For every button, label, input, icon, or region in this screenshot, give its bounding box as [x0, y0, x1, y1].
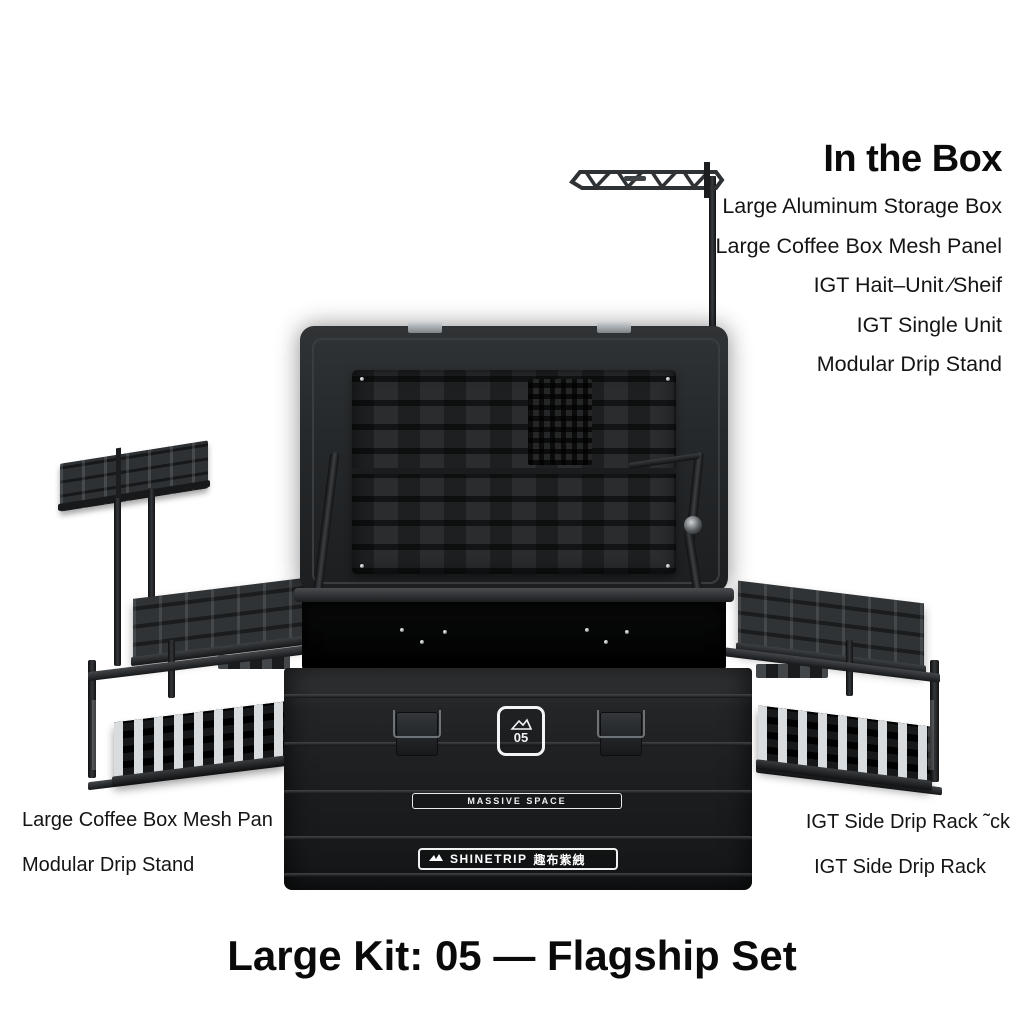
lid-hinge-right	[597, 322, 631, 333]
box-rim	[294, 588, 734, 602]
interior-screw-1	[400, 628, 404, 632]
gas-strut-pivot	[684, 516, 702, 534]
massive-space-strip: MASSIVE SPACE	[412, 793, 622, 809]
body-rib-3	[284, 790, 752, 794]
product-badge: 05	[497, 706, 545, 756]
mesh-panel-screw-tl	[360, 377, 364, 381]
left-rack-upright-front	[88, 660, 96, 778]
brand-strip: SHINETRIP 趣布紫絏	[418, 848, 618, 870]
hanging-rack-arm-svg	[569, 162, 725, 198]
mesh-panel-screw-tr	[666, 377, 670, 381]
interior-screw-6	[604, 640, 608, 644]
mesh-panel-midrail	[352, 468, 676, 474]
mesh-panel-screw-br	[666, 564, 670, 568]
box-latch-right-bail[interactable]	[597, 710, 645, 738]
brand-name: SHINETRIP	[450, 852, 528, 866]
drip-stand-post-left	[114, 498, 121, 666]
left-rack-side-label	[92, 700, 98, 770]
massive-space-text: MASSIVE SPACE	[467, 796, 567, 806]
mesh-panel-fine-grid-section	[528, 379, 592, 465]
callout-right-drip-rack-top: IGT Side Drip Rack ˜ck	[805, 811, 1010, 833]
page-title: In the Box	[823, 138, 1002, 180]
callout-left-drip-stand: Modular Drip Stand	[22, 854, 195, 876]
list-item: Large Aluminum Storage Box	[722, 194, 1002, 218]
mesh-panel-screw-bl	[360, 564, 364, 568]
right-rack-side-label	[928, 700, 934, 770]
drip-stand-upper-tray-divider	[116, 447, 121, 501]
drip-stand-post-right	[148, 488, 155, 600]
box-interior-cavity	[302, 598, 726, 670]
aluminum-storage-box-body	[284, 668, 752, 890]
body-rib-5	[284, 873, 752, 877]
mountain-icon	[510, 718, 532, 730]
list-item: IGT Hait–Unit ⁄Sheif	[813, 273, 1002, 297]
body-rib-4	[284, 836, 752, 840]
list-item: Large Coffee Box Mesh Panel	[715, 233, 1002, 258]
body-rib-2	[284, 742, 752, 746]
lid-hinge-left	[408, 322, 442, 333]
right-rack-upright-front	[930, 660, 939, 782]
interior-screw-5	[625, 630, 629, 634]
box-latch-left-bail[interactable]	[393, 710, 441, 738]
interior-screw-2	[443, 630, 447, 634]
box-lid-inner-frame	[312, 338, 720, 584]
body-rib-1	[284, 694, 752, 698]
in-the-box-list: Large Aluminum Storage Box Large Coffee …	[582, 194, 1002, 394]
footer-title: Large Kit: 05 — Flagship Set	[227, 932, 797, 979]
callout-left-mesh-pan: Large Coffee Box Mesh Pan	[22, 809, 273, 831]
product-badge-number: 05	[513, 730, 529, 745]
interior-screw-3	[420, 640, 424, 644]
right-side-table-bracket	[756, 664, 828, 678]
shinetrip-logo-icon	[429, 854, 443, 861]
list-item: IGT Single Unit	[856, 312, 1002, 337]
callout-right-drip-rack: IGT Side Drip Rack	[814, 856, 986, 878]
hanging-rack-arm	[566, 160, 728, 200]
list-item: Modular Drip Stand	[816, 352, 1002, 376]
brand-cjk: 趣布紫絏	[533, 852, 586, 867]
interior-screw-4	[585, 628, 589, 632]
